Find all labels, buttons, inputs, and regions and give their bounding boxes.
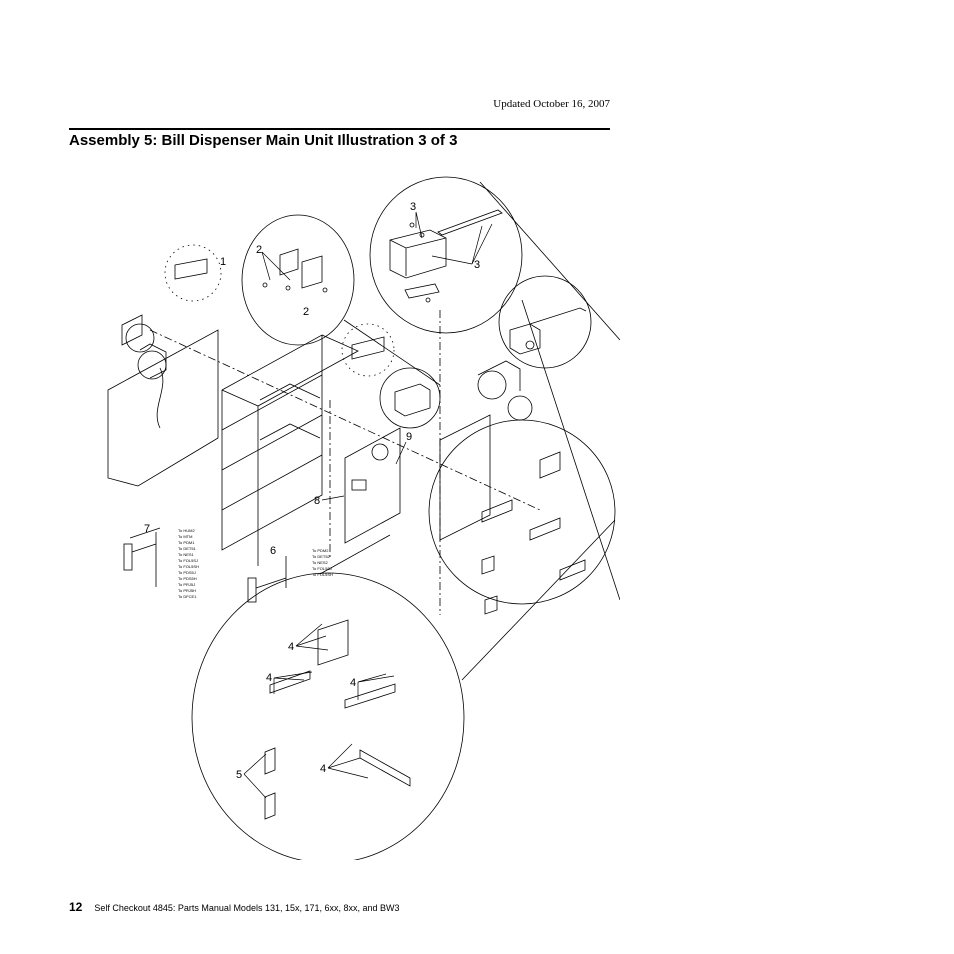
callout-8: 8 <box>314 495 320 507</box>
page-title: Assembly 5: Bill Dispenser Main Unit Ill… <box>69 132 458 149</box>
detail-circle-bottom <box>191 519 616 860</box>
center-frame <box>221 334 359 566</box>
dotted-circle-1 <box>164 244 222 302</box>
harness7-label: To HUM2 <box>178 528 195 533</box>
construction-lines <box>149 310 541 615</box>
callout-4b: 4 <box>266 672 272 684</box>
detail-circle-2 <box>241 214 441 386</box>
page-number: 12 <box>69 900 83 914</box>
harness-6 <box>247 556 287 603</box>
harness7-label: To MTM <box>178 534 192 539</box>
harness6-label: To PDM2 <box>312 548 329 553</box>
right-side-plate <box>439 360 533 541</box>
left-side-plate <box>107 314 219 487</box>
harness7-label: To PRJ5H <box>178 588 196 593</box>
callout-3b: 3 <box>474 259 480 271</box>
footer-text: Self Checkout 4845: Parts Manual Models … <box>94 903 400 913</box>
detail-circle-motor <box>498 275 592 369</box>
exploded-parts-illustration: 1 2 2 3 3 4 4 4 4 5 6 7 8 9 To HUM2 To M… <box>60 160 620 860</box>
callout-3a: 3 <box>410 201 416 213</box>
harness7-label: To DFCE1 <box>178 594 197 599</box>
harness6-label: To FOL5SH <box>312 572 333 577</box>
harness7-label: To NES1 <box>178 552 195 557</box>
harness7-label: To PDS5J <box>178 570 196 575</box>
harness7-label: To FOL5SJ <box>178 558 198 563</box>
detail-circle-3 <box>369 176 620 601</box>
part-1 <box>174 258 208 280</box>
callout-4c: 4 <box>350 677 356 689</box>
dotted-circle-2 <box>341 323 395 377</box>
header-rule <box>69 128 610 130</box>
circuit-board <box>344 427 401 544</box>
callout-7: 7 <box>144 523 150 535</box>
callout-5: 5 <box>236 769 242 781</box>
callout-9: 9 <box>406 431 412 443</box>
harness6-label: To FOL5SJ <box>312 566 332 571</box>
callout-6: 6 <box>270 545 276 557</box>
harness7-label: To PRJ5J <box>178 582 195 587</box>
callout-2b: 2 <box>303 306 309 318</box>
harness7-label: To FOL5SH <box>178 564 199 569</box>
detail-circle-right <box>428 419 616 615</box>
harness6-label: To DET52 <box>312 554 331 559</box>
callout-4d: 4 <box>320 763 326 775</box>
harness7-label: To PDM1 <box>178 540 195 545</box>
harness7-label: To DET51 <box>178 546 197 551</box>
harness6-label: To NES2 <box>312 560 329 565</box>
harness7-label: To PDS5H <box>178 576 197 581</box>
page-footer: 12 Self Checkout 4845: Parts Manual Model… <box>69 900 400 914</box>
callout-2a: 2 <box>256 244 262 256</box>
updated-date: Updated October 16, 2007 <box>493 98 610 110</box>
callout-1: 1 <box>220 256 226 268</box>
harness-7 <box>123 527 161 587</box>
callout-4a: 4 <box>288 641 294 653</box>
